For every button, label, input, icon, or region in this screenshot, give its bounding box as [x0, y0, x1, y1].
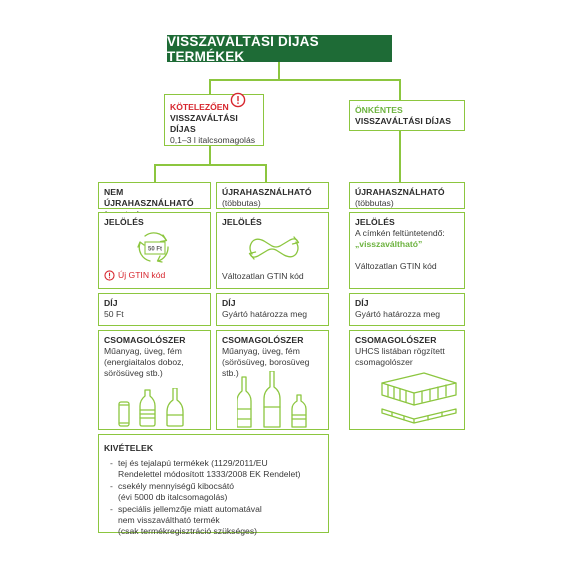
marking-text: A címkén feltüntetendő: — [355, 228, 445, 238]
connector — [209, 79, 211, 94]
pack-box-col3: CSOMAGOLÓSZER UHCS listában rögzített cs… — [349, 330, 465, 430]
voluntary-box: ÖNKÉNTES VISSZAVÁLTÁSI DÍJAS — [349, 100, 465, 131]
connector — [278, 62, 280, 80]
marking-title: JELÖLÉS — [355, 217, 395, 227]
type-title: ÚJRAHASZNÁLHATÓ — [355, 187, 445, 197]
pack-box-col1: CSOMAGOLÓSZER Műanyag, üveg, fém (energi… — [98, 330, 211, 430]
marking-box-col1: JELÖLÉS 50 Ft Új GTIN kód — [98, 212, 211, 289]
crate-pallet-icon — [378, 369, 458, 430]
marking-label-text: „visszaváltható” — [355, 239, 423, 249]
fee-value: Gyártó határozza meg — [222, 309, 308, 319]
voluntary-label: ÖNKÉNTES — [355, 105, 403, 115]
exclamation-icon — [230, 92, 246, 108]
deposit-recycle-icon: 50 Ft — [133, 230, 175, 269]
connector — [154, 164, 266, 166]
type-title: NEM ÚJRAHASZNÁLHATÓ — [104, 187, 194, 208]
mandatory-range: 0,1–3 l italcsomagolás — [170, 135, 256, 145]
type-box-col1: NEM ÚJRAHASZNÁLHATÓ (egyutas) — [98, 182, 211, 219]
mandatory-sub: VISSZAVÁLTÁSI DÍJAS — [170, 113, 238, 134]
type-box-col3: ÚJRAHASZNÁLHATÓ (többutas) — [349, 182, 465, 209]
pack-text: Műanyag, üveg, fém — [222, 346, 300, 356]
exclamation-icon — [104, 270, 115, 281]
pack-text: UHCS listában rögzített — [355, 346, 445, 356]
pack-text: (energiaitalos doboz, — [104, 357, 184, 367]
marking-note: Új GTIN kód — [118, 270, 166, 280]
marking-title: JELÖLÉS — [222, 217, 262, 227]
svg-text:50 Ft: 50 Ft — [148, 247, 162, 253]
pack-title: CSOMAGOLÓSZER — [104, 335, 186, 345]
type-sub: (többutas) — [355, 198, 394, 208]
pack-box-col2: CSOMAGOLÓSZER Műanyag, üveg, fém (sörösü… — [216, 330, 329, 430]
exceptions-list: tej és tejalapú termékek (1129/2011/EU R… — [104, 458, 323, 537]
connector — [209, 79, 400, 81]
exception-item: tej és tejalapú termékek (1129/2011/EU R… — [110, 458, 323, 480]
connector — [399, 79, 401, 100]
marking-note: Változatlan GTIN kód — [222, 271, 304, 281]
mandatory-box: KÖTELEZŐEN VISSZAVÁLTÁSI DÍJAS 0,1–3 l i… — [164, 94, 264, 146]
fee-box-col3: DÍJ Gyártó határozza meg — [349, 293, 465, 326]
marking-title: JELÖLÉS — [104, 217, 144, 227]
fee-box-col2: DÍJ Gyártó határozza meg — [216, 293, 329, 326]
exceptions-box: KIVÉTELEK tej és tejalapú termékek (1129… — [98, 434, 329, 536]
connector — [209, 146, 211, 165]
pack-text: csomagolószer — [355, 357, 413, 367]
reuse-loop-icon — [246, 234, 302, 265]
connector — [265, 164, 267, 182]
marking-box-col3: JELÖLÉS A címkén feltüntetendő: „visszav… — [349, 212, 465, 289]
fee-title: DÍJ — [104, 298, 118, 308]
fee-title: DÍJ — [222, 298, 236, 308]
exceptions-title: KIVÉTELEK — [104, 443, 154, 453]
connector — [154, 164, 156, 182]
voluntary-sub: VISSZAVÁLTÁSI DÍJAS — [355, 116, 452, 126]
connector — [399, 131, 401, 182]
exception-item: csekély mennyiségű kibocsátó (évi 5000 d… — [110, 481, 323, 503]
pack-text: Műanyag, üveg, fém — [104, 346, 182, 356]
pack-text: sörösüveg stb.) — [104, 368, 163, 378]
fee-value: 50 Ft — [104, 309, 124, 319]
pack-title: CSOMAGOLÓSZER — [355, 335, 437, 345]
mandatory-label: KÖTELEZŐEN — [170, 102, 229, 112]
marking-note: Változatlan GTIN kód — [355, 261, 437, 271]
pack-title: CSOMAGOLÓSZER — [222, 335, 304, 345]
can-bottle-icon — [117, 387, 197, 431]
type-title: ÚJRAHASZNÁLHATÓ — [222, 187, 312, 197]
type-sub: (többutas) — [222, 198, 261, 208]
pack-text: (sörösüveg, borosüveg stb.) — [222, 357, 310, 378]
fee-value: Gyártó határozza meg — [355, 309, 441, 319]
fee-title: DÍJ — [355, 298, 369, 308]
fee-box-col1: DÍJ 50 Ft — [98, 293, 211, 326]
page-title: VISSZAVÁLTÁSI DÍJAS TERMÉKEK — [167, 34, 392, 64]
type-box-col2: ÚJRAHASZNÁLHATÓ (többutas) — [216, 182, 329, 209]
exception-item: speciális jellemzője miatt automatával n… — [110, 504, 323, 537]
marking-box-col2: JELÖLÉS Változatlan GTIN kód — [216, 212, 329, 289]
bottles-icon — [236, 370, 317, 432]
